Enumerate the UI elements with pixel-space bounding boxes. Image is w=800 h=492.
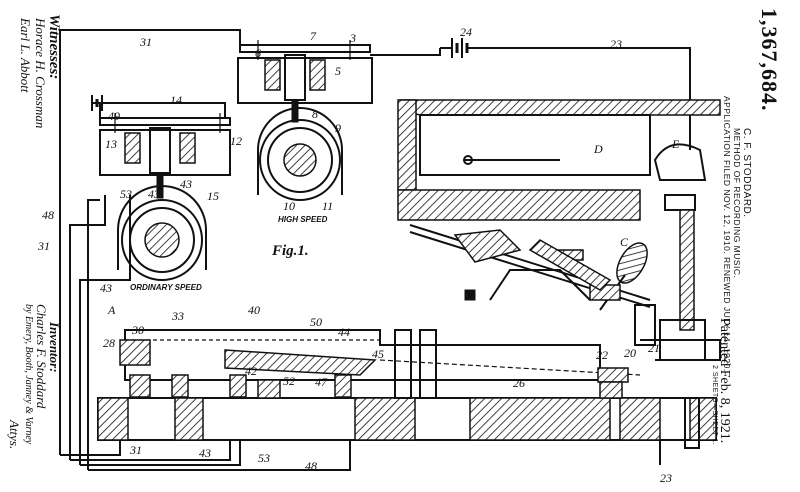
svg-text:20: 20 [624,346,636,360]
svg-text:31: 31 [129,443,142,457]
svg-text:43: 43 [148,187,160,201]
svg-text:42: 42 [245,364,257,378]
figure-label: Fig.1. [271,243,309,259]
inventor-name: C. F. STODDARD. [741,128,752,218]
svg-text:48: 48 [42,208,54,222]
witness-signature-1: Horace H. Crossman [33,18,48,129]
high-speed-magnet-assembly [237,40,373,123]
svg-text:50: 50 [310,315,322,329]
svg-text:23: 23 [660,471,672,485]
svg-text:6: 6 [255,46,261,60]
svg-text:A: A [107,303,116,317]
svg-text:48: 48 [305,459,317,473]
svg-text:D: D [593,142,603,156]
ordinary-speed-magnet-assembly [99,113,231,199]
svg-text:33: 33 [171,309,184,323]
patented-date: Patented Feb. 8, 1921. [717,318,732,444]
high-speed-label: HIGH SPEED [278,215,328,224]
svg-text:52: 52 [283,374,295,388]
svg-text:22: 22 [596,348,608,362]
svg-text:31: 31 [37,239,50,253]
svg-text:21: 21 [648,341,660,355]
circuit-wires [59,29,691,471]
svg-text:43: 43 [199,446,211,460]
svg-text:10: 10 [283,199,295,213]
svg-text:7: 7 [310,29,317,43]
svg-text:30: 30 [131,323,144,337]
svg-text:28: 28 [103,336,115,350]
svg-text:15: 15 [207,189,219,203]
patent-number: 1,367,684. [757,8,782,112]
svg-text:44: 44 [338,325,350,339]
ordinary-speed-label: ORDINARY SPEED [130,283,202,292]
svg-text:5: 5 [335,64,341,78]
svg-text:8: 8 [312,107,318,121]
svg-text:14: 14 [170,93,182,107]
sheets-note: 2 SHEETS—SHEET 1. [711,365,718,446]
svg-text:12: 12 [230,134,242,148]
svg-text:31: 31 [139,35,152,49]
svg-text:43: 43 [180,177,192,191]
svg-text:C: C [620,235,629,249]
witness-signature-2: Earl L. Abbott [18,18,33,93]
svg-text:47: 47 [315,375,328,389]
svg-text:9: 9 [335,121,341,135]
high-speed-disk [257,107,343,201]
svg-text:24: 24 [460,25,472,39]
svg-text:11: 11 [322,199,333,213]
piano-action [397,99,721,361]
svg-text:E: E [671,137,680,151]
svg-text:40: 40 [248,303,260,317]
attorneys-by-line: by Emery, Booth, Janney & Varney [23,304,34,445]
svg-text:43: 43 [100,281,112,295]
attorneys-abbrev: Attys. [7,420,22,450]
inventor-signature: Charles F. Stoddard [34,304,49,409]
svg-text:26: 26 [513,376,525,390]
ordinary-speed-disk [117,185,207,281]
svg-text:45: 45 [372,347,384,361]
svg-text:3: 3 [349,31,356,45]
patent-title: METHOD OF RECORDING MUSIC. [732,128,742,279]
svg-text:53: 53 [120,187,132,201]
keybed-base [97,329,721,449]
svg-text:13: 13 [105,137,117,151]
svg-text:23: 23 [610,37,622,51]
svg-text:53: 53 [258,451,270,465]
battery-24 [440,38,470,58]
reference-numerals: 6 5 7 3 8 9 10 11 14 12 13 15 49 31 48 3… [37,25,680,485]
battery-49 [91,95,226,118]
svg-text:49: 49 [108,109,120,123]
